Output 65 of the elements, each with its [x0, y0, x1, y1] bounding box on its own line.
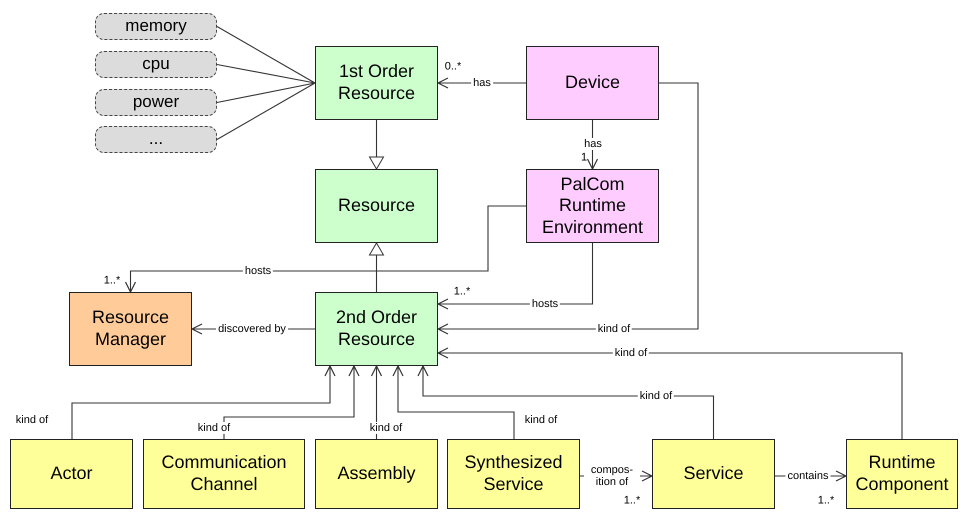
edge-label: contains — [786, 470, 830, 482]
node-label: Actor — [50, 463, 92, 485]
edge-label: has — [582, 138, 604, 150]
class-box — [526, 46, 659, 120]
edge-label: kind of — [196, 422, 232, 434]
edge-label: kind of — [368, 422, 404, 434]
multiplicity-label: 1..* — [624, 496, 640, 506]
attribute-box — [95, 51, 217, 78]
node-label: cpu — [142, 54, 170, 75]
node-label: Resource Manager — [90, 307, 170, 351]
node-label: Assembly — [337, 463, 416, 485]
arrow — [437, 347, 903, 440]
class-box — [846, 439, 958, 509]
edge-label: discovered by — [216, 322, 288, 336]
multiplicity-label: 0..* — [444, 62, 462, 72]
class-box — [526, 169, 659, 243]
class-box — [447, 439, 580, 509]
connector-line — [216, 82, 316, 104]
node-label: Service — [683, 463, 744, 485]
multiplicity-label: 1..* — [104, 276, 120, 286]
arrow — [586, 120, 598, 170]
generalization-arrow — [369, 120, 384, 170]
node-label: power — [132, 92, 180, 113]
multiplicity-label: 1 — [580, 152, 588, 164]
edge-label: kind of — [638, 390, 674, 402]
node-label: ... — [148, 129, 164, 150]
class-box — [143, 439, 305, 509]
class-box — [315, 46, 438, 120]
connector-line — [216, 26, 316, 84]
connector-line — [216, 64, 316, 84]
edge-label: hosts — [242, 264, 274, 278]
edge-label: kind of — [612, 346, 650, 360]
arrow — [71, 365, 336, 439]
node-label: Resource — [338, 195, 416, 217]
class-box — [652, 439, 775, 509]
attribute-box — [95, 126, 217, 153]
edge-label: kind of — [522, 414, 560, 426]
node-label: 2nd Order Resource — [334, 307, 418, 351]
multiplicity-label: 1..* — [454, 286, 470, 298]
node-label: Runtime Component — [854, 452, 950, 496]
arrow — [223, 365, 360, 439]
arrow — [392, 365, 515, 439]
generalization-arrow — [369, 242, 384, 292]
edge-label: kind of — [596, 322, 632, 336]
arrow — [417, 365, 714, 439]
node-label: Device — [564, 72, 620, 94]
class-box — [315, 169, 438, 243]
connector-line — [216, 82, 316, 140]
class-box — [315, 439, 438, 509]
edge-label: hosts — [530, 298, 560, 310]
arrow — [124, 205, 526, 293]
node-label: memory — [125, 16, 187, 37]
class-box — [10, 439, 133, 509]
class-box — [69, 292, 192, 366]
arrow — [437, 82, 699, 335]
node-label: Synthesized Service — [463, 452, 564, 496]
node-label: 1st Order Resource — [336, 61, 416, 105]
class-box — [315, 292, 438, 366]
multiplicity-label: 1..* — [818, 496, 834, 506]
node-label: PalCom Runtime Environment — [540, 174, 644, 238]
edge-label: kind of — [14, 414, 50, 426]
attribute-box — [95, 13, 217, 40]
node-label: Communication Channel — [160, 452, 288, 496]
attribute-box — [95, 89, 217, 116]
edge-label: has — [471, 76, 493, 90]
